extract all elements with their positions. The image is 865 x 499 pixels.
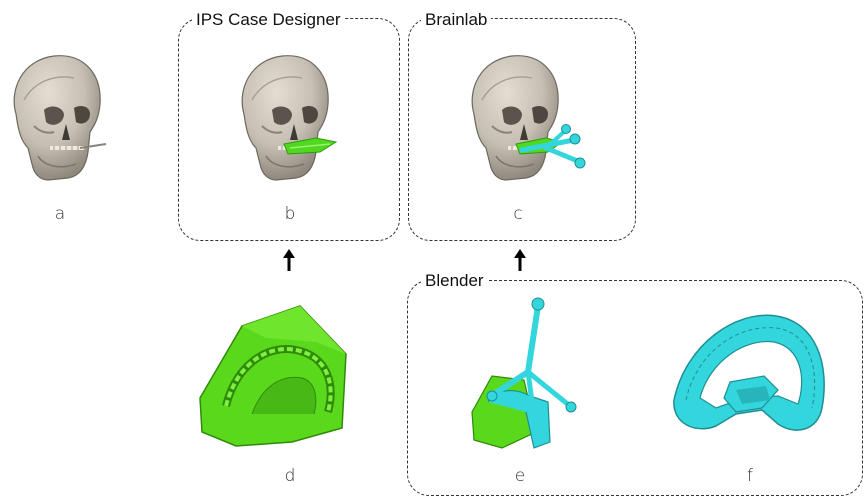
green-dental-cast-image-d (196, 302, 352, 448)
panel-label-e: e (500, 466, 540, 486)
panel-label-a: a (40, 204, 80, 224)
skull-with-green-splint-image-b (232, 52, 348, 188)
panel-label-d: d (270, 466, 310, 486)
skull-with-tracker-image-c (462, 52, 588, 188)
brainlab-title: Brainlab (421, 10, 491, 30)
splint-with-reference-frame-image-e (466, 292, 584, 452)
arrow-up-icon (513, 248, 527, 272)
skull-image-a (4, 52, 114, 188)
panel-label-c: c (498, 204, 538, 224)
blender-title: Blender (421, 271, 488, 291)
panel-label-b: b (270, 204, 310, 224)
panel-label-f: f (730, 466, 770, 486)
cyan-splint-image-f (666, 304, 832, 438)
ips-case-designer-title: IPS Case Designer (192, 10, 345, 30)
arrow-up-icon (282, 248, 296, 272)
